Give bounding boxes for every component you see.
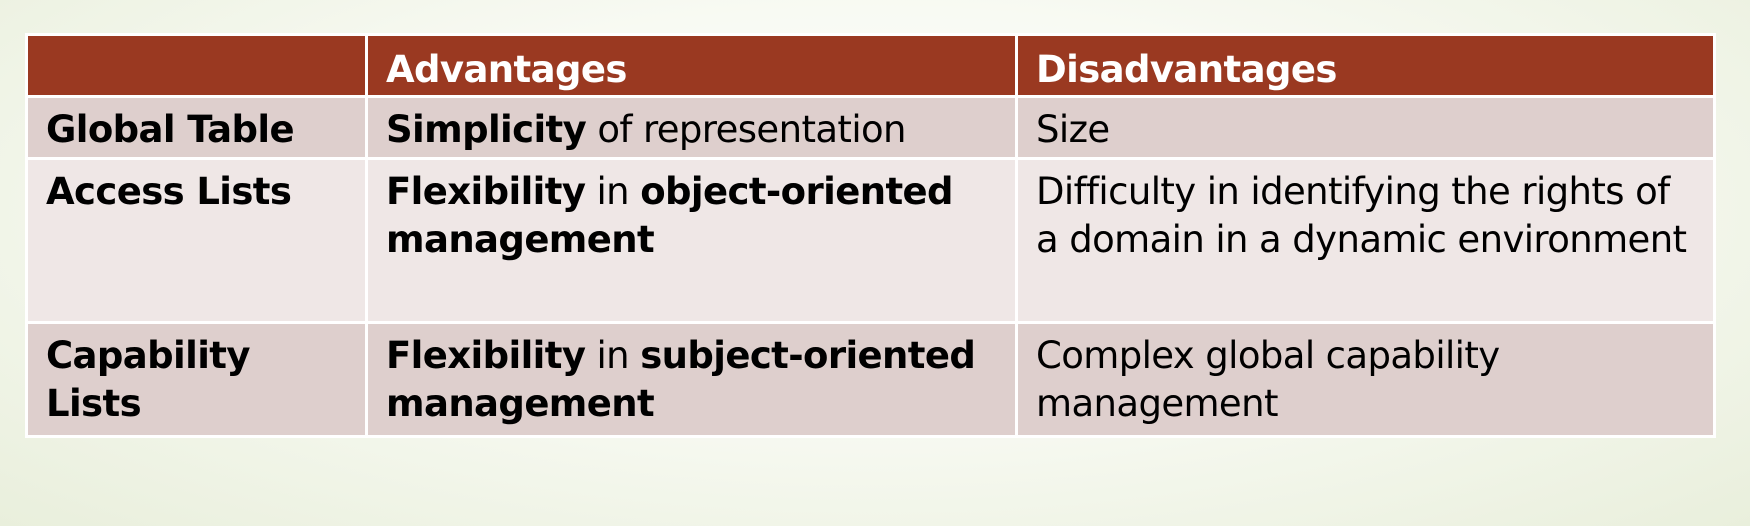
- advantage-bold-text: Simplicity: [386, 108, 587, 151]
- advantage-bold-text: Flexibility: [386, 170, 586, 213]
- comparison-table: Advantages Disadvantages Global Table Si…: [25, 33, 1716, 438]
- advantage-text: in: [585, 334, 641, 377]
- table-row: Capability Lists Flexibility in subject-…: [25, 321, 1716, 438]
- advantage-cell: Simplicity of representation: [365, 95, 1018, 160]
- advantage-bold-text: subject-oriented management: [386, 334, 976, 425]
- advantage-cell: Flexibility in subject-oriented manageme…: [365, 321, 1018, 438]
- header-row: Advantages Disadvantages: [25, 33, 1716, 98]
- row-label-global-table: Global Table: [25, 95, 368, 160]
- table-row: Global Table Simplicity of representatio…: [25, 95, 1716, 160]
- row-label-capability-lists: Capability Lists: [25, 321, 368, 438]
- header-advantages: Advantages: [365, 33, 1018, 98]
- table-row: Access Lists Flexibility in object-orien…: [25, 157, 1716, 324]
- advantage-cell: Flexibility in object-oriented managemen…: [365, 157, 1018, 324]
- disadvantage-cell: Size: [1015, 95, 1716, 160]
- advantage-bold-text: object-oriented management: [386, 170, 954, 261]
- advantage-bold-text: Flexibility: [386, 334, 586, 377]
- disadvantage-cell: Difficulty in identifying the rights of …: [1015, 157, 1716, 324]
- advantage-text: in: [585, 170, 641, 213]
- header-empty-cell: [25, 33, 368, 98]
- advantage-text: of representation: [586, 108, 906, 151]
- disadvantage-cell: Complex global capability management: [1015, 321, 1716, 438]
- header-disadvantages: Disadvantages: [1015, 33, 1716, 98]
- row-label-access-lists: Access Lists: [25, 157, 368, 324]
